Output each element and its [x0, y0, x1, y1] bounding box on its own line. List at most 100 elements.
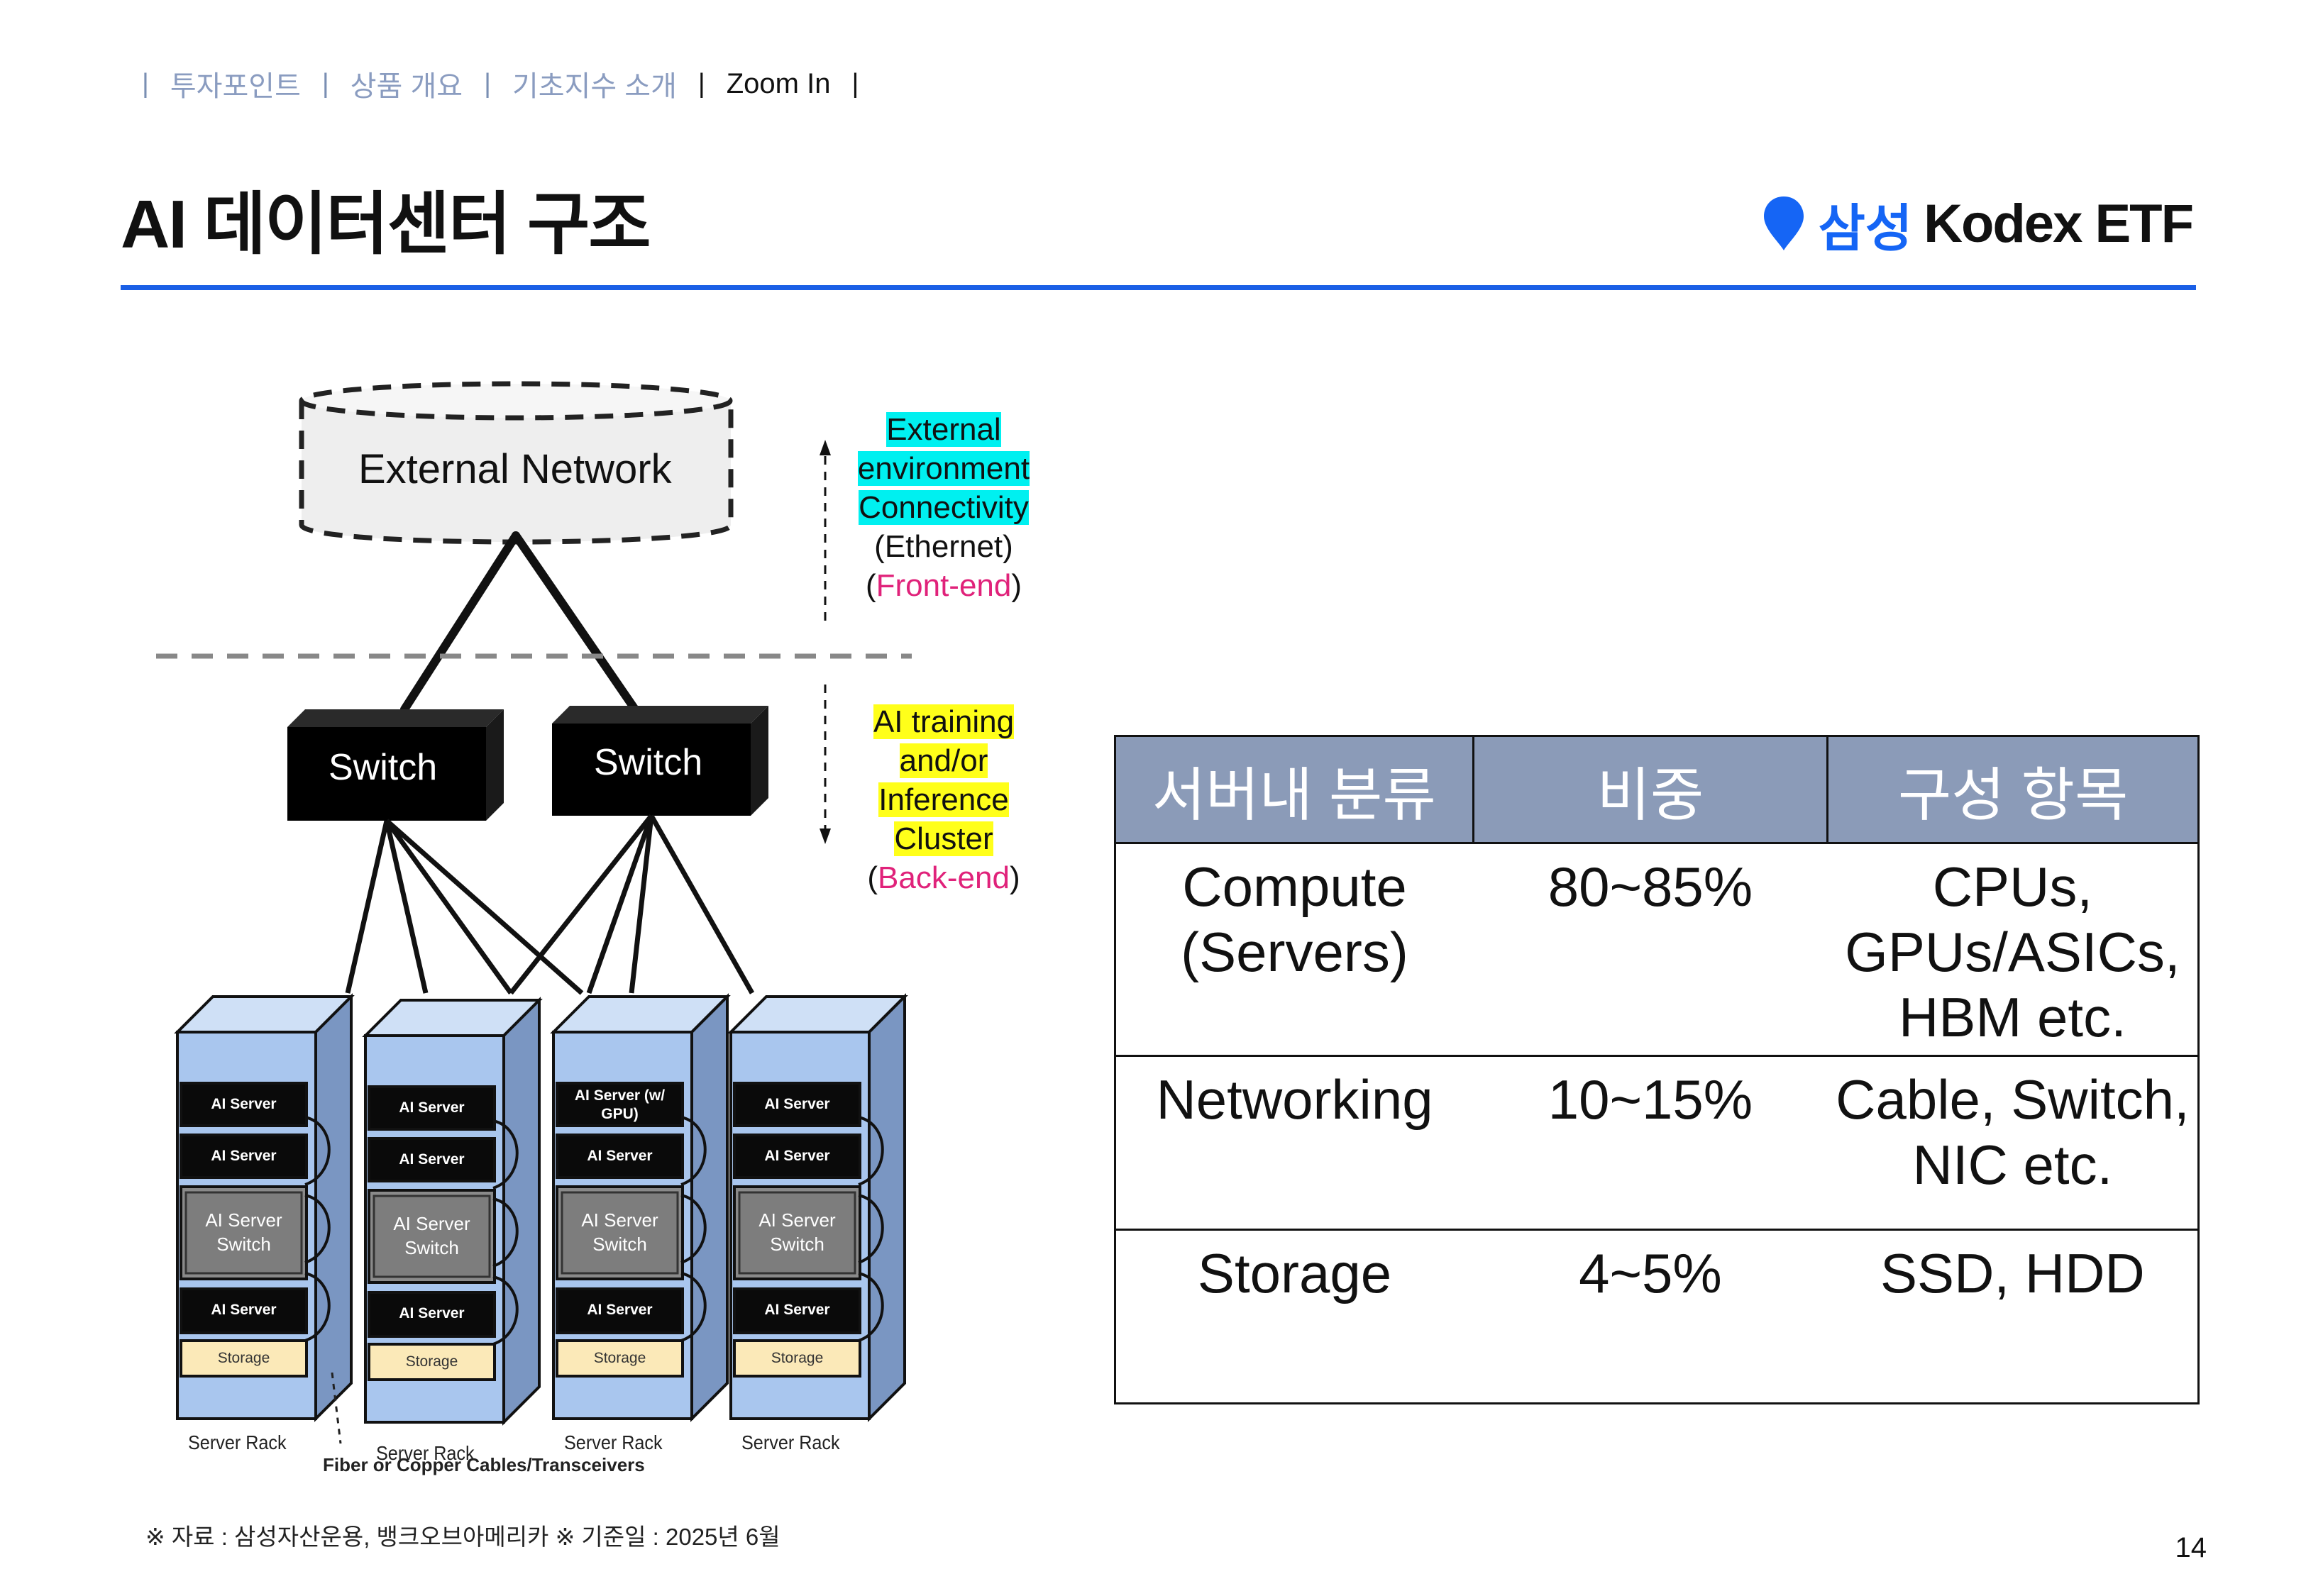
arrow-up-icon: [820, 440, 831, 455]
brand-logo: 삼성 Kodex ETF: [1762, 188, 2194, 259]
title-divider: [121, 285, 2196, 290]
back-end-annotation: AI training and/or Inference Cluster (Ba…: [841, 702, 1047, 897]
rack-unit: [180, 1082, 308, 1127]
back-end-line: and/or: [899, 743, 988, 778]
table-cell-share: 10~15%: [1473, 1055, 1828, 1231]
source-footnote: ※ 자료 : 삼성자산운용, 뱅크오브아메리카 ※ 기준일 : 2025년 6월: [145, 1524, 780, 1550]
column-header-share: 비중: [1472, 735, 1829, 844]
server-rack-label: Server Rack: [564, 1431, 663, 1453]
table-cell-share: 4~5%: [1473, 1229, 1828, 1404]
back-end-line: Inference: [878, 782, 1009, 817]
back-end-tag-line: (Back-end): [867, 860, 1020, 895]
table-row: Networking 10~15% Cable, Switch,NIC etc.: [1114, 1055, 2200, 1231]
front-end-annotation: External environment Connectivity (Ether…: [841, 410, 1047, 605]
column-header-items: 구성 항목: [1826, 735, 2200, 844]
external-network-shape: [299, 381, 734, 545]
rack-unit: [733, 1082, 861, 1127]
rack-unit: [556, 1134, 684, 1179]
table-cell-items: CPUs,GPUs/ASICs,HBM etc.: [1827, 842, 2200, 1057]
server-label: AI Server: [211, 1096, 277, 1112]
breadcrumb-separator: |: [697, 68, 705, 99]
cables-label: Fiber or Copper Cables/Transceivers: [323, 1454, 645, 1475]
server-label: AI Server: [399, 1099, 465, 1116]
server-label: AI Server: [211, 1302, 277, 1318]
table-cell-share: 80~85%: [1473, 842, 1828, 1057]
datacenter-diagram-graphic: [156, 381, 912, 1444]
server-label: AI Server: [399, 1305, 465, 1321]
switch-label-left: Switch: [329, 747, 438, 788]
server-label: AI Server: [587, 1302, 653, 1318]
server-label: AI Server: [764, 1302, 830, 1318]
table-cell-category: Networking: [1114, 1055, 1474, 1231]
front-end-line: Connectivity: [859, 490, 1029, 525]
breadcrumb-separator: |: [321, 68, 329, 99]
rack-unit: [733, 1287, 861, 1334]
storage-label: Storage: [771, 1350, 824, 1366]
front-end-protocol: (Ethernet): [874, 529, 1013, 564]
front-end-line: External: [886, 412, 1001, 447]
location-pin-icon: [1763, 196, 1804, 250]
rack-unit: [556, 1339, 684, 1378]
brand-name-korean: 삼성: [1818, 200, 1913, 257]
server-label: AI Server Switch: [205, 1209, 282, 1255]
server-label: AI Server Switch: [581, 1209, 658, 1255]
server-label: AI Server: [764, 1148, 830, 1164]
rack-unit: [556, 1287, 684, 1334]
server-racks: [174, 993, 908, 1426]
server-label: AI Server: [587, 1148, 653, 1164]
rack-unit: [368, 1291, 496, 1338]
brand-name-english: Kodex ETF: [1924, 193, 2194, 254]
storage-label: Storage: [217, 1350, 270, 1366]
switch-box-right: [552, 706, 768, 816]
switch-label-right: Switch: [594, 742, 703, 783]
server-rack: [550, 993, 731, 1422]
breadcrumb-separator: |: [142, 68, 149, 99]
rack-unit: [180, 1339, 308, 1378]
external-network-label: External Network: [358, 446, 672, 492]
rack-unit: [556, 1082, 684, 1127]
server-label: AI Server Switch: [393, 1213, 470, 1258]
rack-unit: [368, 1085, 496, 1131]
page-number: 14: [2175, 1532, 2207, 1563]
table-header-row: 서버내 분류 비중 구성 항목: [1114, 735, 2200, 844]
rack-cables: [345, 814, 755, 995]
breadcrumb: | 투자포인트 | 상품 개요 | 기초지수 소개 | Zoom In |: [121, 62, 880, 105]
table-cell-items: Cable, Switch,NIC etc.: [1827, 1055, 2200, 1231]
server-label: AI Server Switch: [758, 1209, 836, 1255]
server-label: AI Server: [764, 1096, 830, 1112]
page-title: AI 데이터센터 구조: [121, 187, 651, 262]
server-rack: [727, 993, 908, 1422]
server-rack-label: Server Rack: [188, 1431, 287, 1453]
server-component-share-table: 서버내 분류 비중 구성 항목 Compute(Servers) 80~85% …: [1114, 735, 2200, 1404]
table-cell-category: Compute(Servers): [1114, 842, 1474, 1057]
back-end-tag: Back-end: [878, 860, 1010, 895]
breadcrumb-item-index-intro[interactable]: 기초지수 소개: [512, 71, 677, 102]
rack-unit: [733, 1134, 861, 1179]
breadcrumb-item-investment-points[interactable]: 투자포인트: [170, 71, 301, 102]
breadcrumb-separator: |: [851, 68, 859, 99]
storage-label: Storage: [593, 1350, 646, 1366]
column-header-category: 서버내 분류: [1114, 735, 1474, 844]
rack-unit: [733, 1339, 861, 1378]
rack-unit: [180, 1287, 308, 1334]
rack-unit: [180, 1134, 308, 1179]
server-label: AI Server: [399, 1151, 465, 1168]
server-rack-label: Server Rack: [741, 1431, 840, 1453]
server-label: AI Server: [211, 1148, 277, 1164]
rack-unit: [368, 1343, 496, 1381]
back-end-line: AI training: [873, 704, 1015, 739]
server-label: AI Server (w/ GPU): [574, 1087, 666, 1122]
breadcrumb-item-zoom-in[interactable]: Zoom In: [726, 67, 831, 99]
back-end-line: Cluster: [894, 821, 993, 856]
uplink-cables: [400, 531, 639, 714]
breadcrumb-separator: |: [484, 68, 491, 99]
breadcrumb-item-product-overview[interactable]: 상품 개요: [350, 71, 463, 102]
front-end-tag-line: (Front-end): [865, 568, 1022, 603]
table-row: Compute(Servers) 80~85% CPUs,GPUs/ASICs,…: [1114, 842, 2200, 1057]
table-cell-category: Storage: [1114, 1229, 1474, 1404]
datacenter-diagram: External Network Switch Switch External …: [142, 369, 1064, 1490]
server-rack-label: Server Rack: [376, 1442, 475, 1464]
arrow-down-icon: [820, 829, 831, 844]
rack-unit: [368, 1137, 496, 1182]
front-end-line: environment: [857, 451, 1030, 486]
